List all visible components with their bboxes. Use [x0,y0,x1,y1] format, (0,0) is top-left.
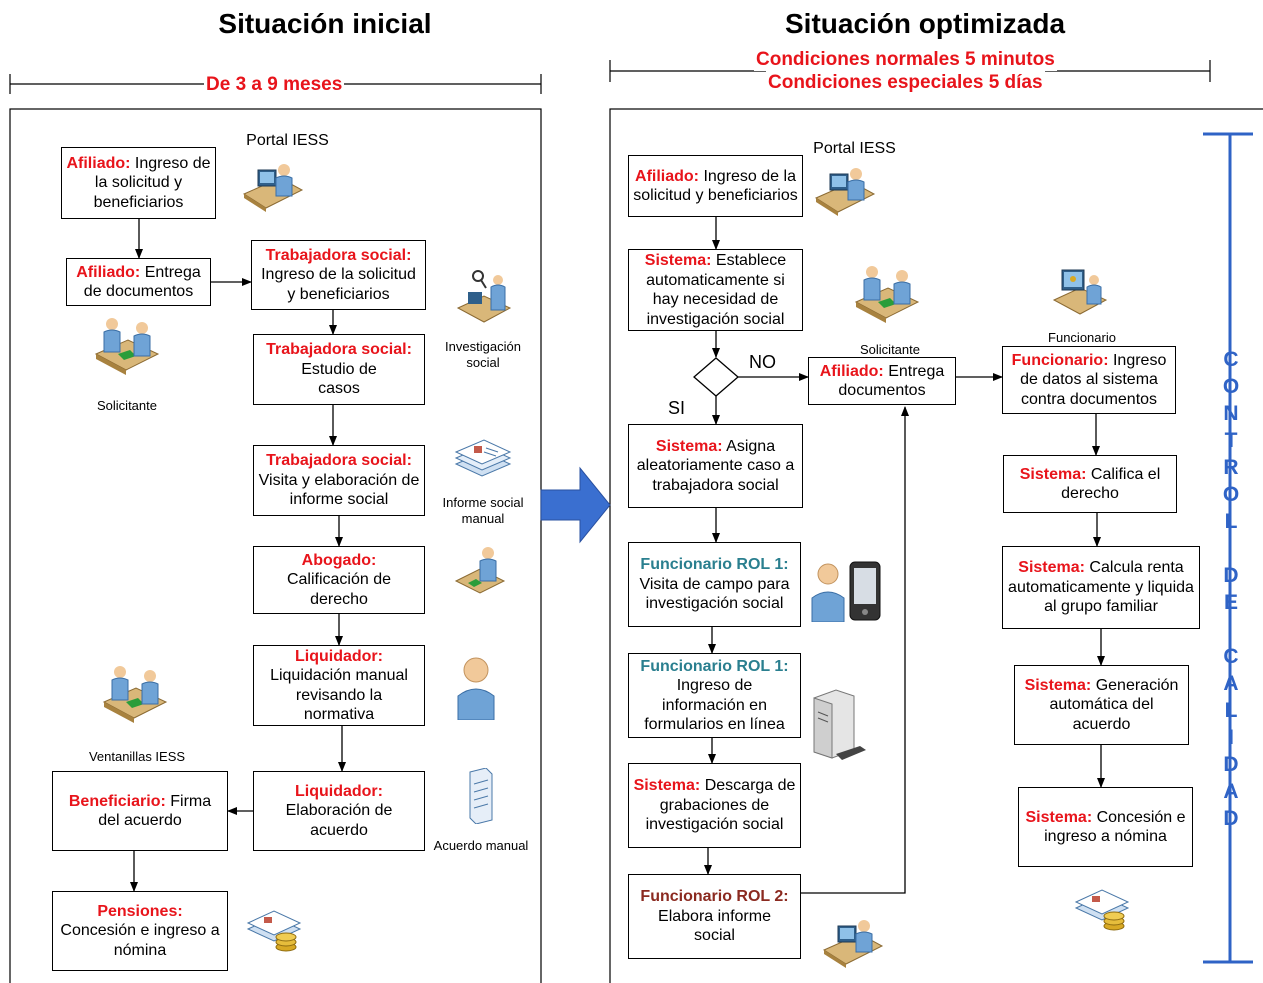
left-step-afiliado-entrega: Afiliado: Entrega de documentos [66,258,211,306]
label-investigacion-social: Investigación social [445,339,521,370]
desk-meeting-icon-right [854,266,920,323]
right-step-rol1-visita: Funcionario ROL 1:Visita de campo para i… [628,542,801,627]
left-step-liquidador-acuerdo: Liquidador:Elaboración de acuerdo [253,771,425,851]
left-step-abogado: Abogado:Calificación de derecho [253,546,425,614]
desk-worker-icon [454,547,506,594]
right-step-funcionario-ingreso: Funcionario: Ingreso de datos al sistema… [1002,346,1176,414]
right-step-sistema-generacion: Sistema: Generación automática del acuer… [1014,665,1189,745]
control-de-calidad-label: C O N T R O L D E C A L I D A D [1222,348,1240,830]
service-counter-icon [102,666,168,723]
right-step-afiliado-entrega: Afiliado: Entrega documentos [808,357,956,405]
payroll-icon [246,910,302,952]
server-computer-icon [813,689,866,760]
mobile-user-icon [811,561,881,622]
label-ventanillas: Ventanillas IESS [88,749,186,764]
label-acuerdo-manual: Acuerdo manual [433,838,529,853]
label-portal-iess-right: Portal IESS [813,140,896,157]
left-step-liquidador-liquidacion: Liquidador:Liquidación manual revisando … [253,645,425,726]
right-title: Situación optimizada [784,8,1066,39]
label-funcionario: Funcionario [1048,330,1116,345]
right-step-sistema-califica: Sistema: Califica el derecho [1003,455,1177,513]
transition-arrow [540,466,611,544]
left-step-trabajadora-visita: Trabajadora social:Visita y elaboración … [253,445,425,516]
user-icon [457,657,495,720]
left-step-beneficiario: Beneficiario: Firma del acuerdo [52,771,228,851]
left-step-trabajadora-estudio: Trabajadora social:Estudio de casos [253,334,425,405]
left-duration: De 3 a 9 meses [204,73,345,96]
right-step-sistema-asigna: Sistema: Asigna aleatoriamente caso a tr… [628,424,803,508]
label-informe-social: Informe social manual [442,495,524,526]
left-step-pensiones: Pensiones:Concesión e ingreso a nómina [52,891,228,971]
document-stack-icon [454,439,512,477]
label-no: NO [749,352,776,372]
right-step-rol1-ingreso: Funcionario ROL 1:Ingreso de información… [628,653,801,738]
right-step-afiliado-ingreso: Afiliado: Ingreso de la solicitud y bene… [628,155,803,217]
left-title: Situación inicial [218,8,432,39]
right-step-sistema-descarga: Sistema: Descarga de grabaciones de inve… [628,763,801,848]
desk-meeting-icon [94,318,160,375]
payroll-icon-right [1074,889,1130,931]
investigation-icon [456,270,512,323]
label-solicitante-right: Solicitante [860,342,920,357]
left-step-trabajadora-ingreso: Trabajadora social:Ingreso de la solicit… [251,240,426,310]
label-si: SI [668,398,686,418]
left-panel [9,108,542,983]
right-step-rol2-informe: Funcionario ROL 2:Elabora informe social [628,874,801,959]
computer-user-icon [242,164,304,212]
funcionario-icon [1052,269,1108,315]
right-panel [609,108,1263,983]
document-icon [469,768,493,824]
right-step-sistema-calcula: Sistema: Calcula renta automaticamente y… [1002,546,1200,629]
right-step-sistema-establece: Sistema: Establece automaticamente si ha… [628,249,803,331]
left-step-afiliado-ingreso: Afiliado: Ingreso de la solicitud y bene… [61,147,216,219]
right-step-sistema-concesion: Sistema: Concesión e ingreso a nómina [1018,787,1193,867]
computer-user-icon-right [814,168,876,216]
decision-diamond [693,357,739,397]
label-portal-iess: Portal IESS [246,132,329,149]
right-duration-special: Condiciones especiales 5 días [766,71,1045,94]
computer-user-icon-rol2 [822,920,884,968]
right-duration-normal: Condiciones normales 5 minutos [754,48,1057,71]
label-solicitante: Solicitante [97,398,157,413]
